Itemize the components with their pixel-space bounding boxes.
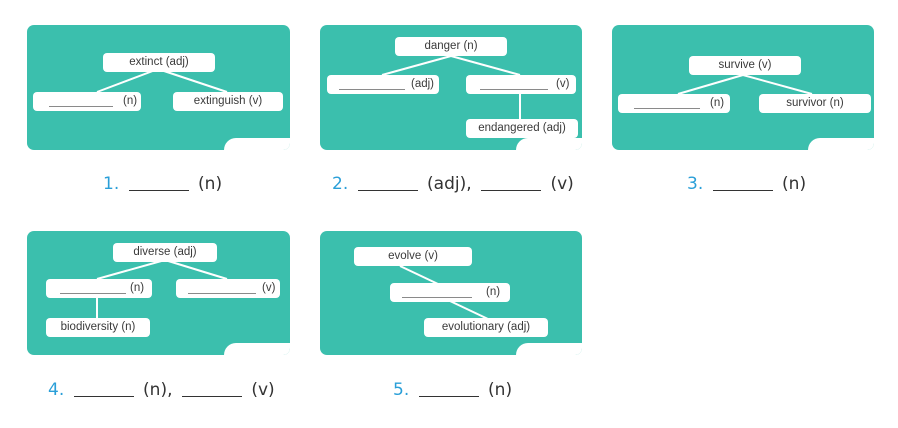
answer-blank[interactable] bbox=[712, 176, 773, 191]
word-diverse: diverse (adj) bbox=[113, 243, 217, 262]
answer-blank[interactable] bbox=[73, 382, 134, 397]
word-extinguish: extinguish (v) bbox=[173, 92, 283, 111]
tree-connector-lines bbox=[677, 74, 813, 95]
question-2: 2. (adj), (v) bbox=[332, 174, 574, 194]
word-tree-card-1: extinct (adj) (n) extinguish (v) bbox=[27, 25, 290, 150]
tree-connector-lines bbox=[96, 68, 228, 93]
question-4: 4. (n), (v) bbox=[48, 380, 275, 400]
question-number: 5. bbox=[393, 380, 410, 400]
question-number: 3. bbox=[687, 174, 704, 194]
word-class-label: (n) bbox=[782, 174, 807, 194]
word-class-label: (v) bbox=[550, 174, 574, 194]
answer-blank[interactable] bbox=[128, 176, 189, 191]
word-evolve: evolve (v) bbox=[354, 247, 472, 266]
question-5: 5. (n) bbox=[393, 380, 512, 400]
answer-blank[interactable] bbox=[357, 176, 418, 191]
word-class-label: (adj), bbox=[427, 174, 472, 194]
question-3: 3. (n) bbox=[687, 174, 806, 194]
blank-adj-field[interactable]: (adj) bbox=[327, 75, 439, 94]
answer-blank[interactable] bbox=[481, 176, 542, 191]
word-danger: danger (n) bbox=[395, 37, 507, 56]
word-survive: survive (v) bbox=[689, 56, 801, 75]
answer-blank[interactable] bbox=[181, 382, 242, 397]
blank-verb-field[interactable]: (v) bbox=[176, 279, 280, 298]
answer-blank[interactable] bbox=[418, 382, 479, 397]
blank-verb-field[interactable]: (v) bbox=[466, 75, 576, 94]
question-number: 1. bbox=[103, 174, 120, 194]
word-class-label: (n) bbox=[198, 174, 223, 194]
blank-noun-field[interactable]: (n) bbox=[618, 94, 730, 113]
word-endangered: endangered (adj) bbox=[466, 119, 578, 138]
word-evolutionary: evolutionary (adj) bbox=[424, 318, 548, 337]
word-extinct: extinct (adj) bbox=[103, 53, 215, 72]
word-survivor: survivor (n) bbox=[759, 94, 871, 113]
word-biodiversity: biodiversity (n) bbox=[46, 318, 150, 337]
blank-noun-field[interactable]: (n) bbox=[46, 279, 152, 298]
word-tree-card-5: evolve (v) (n) evolutionary (adj) bbox=[320, 231, 582, 355]
blank-noun-field[interactable]: (n) bbox=[33, 92, 141, 111]
question-1: 1. (n) bbox=[103, 174, 222, 194]
word-class-label: (v) bbox=[251, 380, 275, 400]
question-number: 2. bbox=[332, 174, 349, 194]
word-class-label: (n), bbox=[143, 380, 173, 400]
word-tree-card-4: diverse (adj) (n) (v) biodiversity (n) bbox=[27, 231, 290, 355]
question-number: 4. bbox=[48, 380, 65, 400]
tree-connector-lines bbox=[381, 55, 521, 119]
word-tree-card-2: danger (n) (adj) (v) endangered (adj) bbox=[320, 25, 582, 150]
tree-connector-lines bbox=[96, 259, 228, 319]
word-class-label: (n) bbox=[488, 380, 513, 400]
blank-noun-field[interactable]: (n) bbox=[390, 283, 510, 302]
tree-connector-lines bbox=[399, 265, 489, 320]
word-tree-card-3: survive (v) (n) survivor (n) bbox=[612, 25, 874, 150]
